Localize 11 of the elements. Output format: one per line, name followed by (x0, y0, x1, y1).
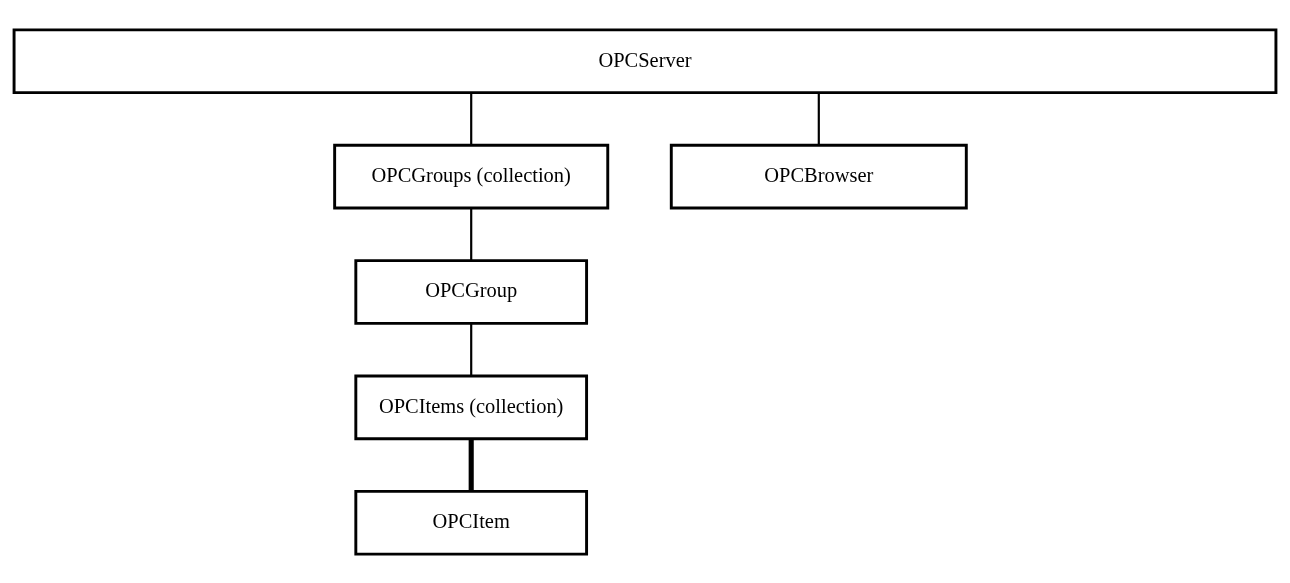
node-box: OPCGroup (354, 258, 589, 325)
connector (470, 92, 473, 145)
node-box: OPCBrowser (669, 143, 968, 209)
connector (468, 438, 474, 491)
connector (817, 92, 820, 145)
connector (470, 207, 473, 260)
node-box: OPCItem (354, 489, 589, 556)
node-box: OPCGroups (collection) (333, 143, 610, 209)
node-box: OPCItems (collection) (354, 374, 589, 440)
connector (470, 323, 473, 376)
node-box: OPCServer (12, 27, 1278, 94)
